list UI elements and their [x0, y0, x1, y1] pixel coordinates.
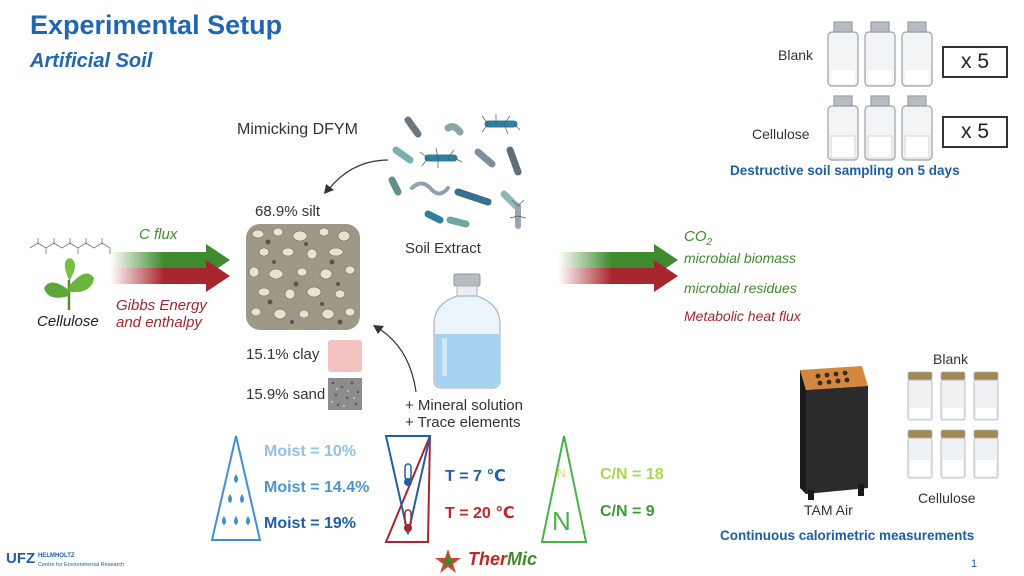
moist-level-3: Moist = 19%: [264, 515, 357, 532]
cellulose-count-box: x 5: [942, 116, 1008, 148]
blank-vials-label: Blank: [778, 47, 814, 63]
temp-low: T = 7 ℃: [445, 468, 506, 485]
centre-label: Centre for Environmental Research: [38, 562, 125, 568]
thermometer-icon: [404, 509, 412, 532]
helmholtz-label: HELMHOLTZ: [38, 553, 75, 559]
trace-elements-label: + Trace elements: [405, 414, 521, 431]
tam-air-label: TAM Air: [804, 502, 853, 518]
microbial-biomass-label: microbial biomass: [684, 250, 797, 266]
soil-aggregate-icon: [246, 224, 360, 330]
silt-label: 68.9% silt: [255, 203, 321, 220]
microbial-residues-label: microbial residues: [684, 280, 797, 296]
flux-arrows-left: [110, 244, 230, 292]
temperature-triangle-icon: [384, 435, 432, 543]
calorimetry-blank-label: Blank: [933, 351, 969, 367]
page-title: Experimental Setup: [30, 10, 283, 40]
moist-level-1: Moist = 10%: [264, 443, 357, 460]
continuous-measurements-note: Continuous calorimetric measurements: [720, 528, 975, 543]
moist-level-2: Moist = 14.4%: [264, 479, 370, 496]
temp-high: T = 20 ℃: [445, 505, 515, 522]
c-flux-label: C flux: [139, 226, 178, 243]
star-logo-icon: [435, 549, 461, 573]
curved-arrow-icon: [373, 325, 417, 393]
soil-extract-label: Soil Extract: [405, 240, 481, 257]
cn-ratio-low: C/N = 9: [600, 503, 655, 520]
cellulose-vials-label: Cellulose: [752, 126, 810, 142]
microbes-icon: [388, 114, 527, 229]
clay-swatch: [328, 340, 362, 372]
mineral-bottle-icon: [433, 273, 501, 389]
blank-count-box: x 5: [942, 46, 1008, 78]
nitrogen-large-label: N: [552, 506, 571, 536]
cn-triangle-icon: [540, 435, 588, 543]
calorimetry-cellulose-label: Cellulose: [918, 490, 976, 506]
destructive-sampling-note: Destructive soil sampling on 5 days: [730, 163, 960, 178]
vial-icon: [827, 21, 933, 87]
mineral-solution-label: + Mineral solution: [405, 397, 523, 414]
sand-swatch: [328, 378, 362, 410]
cellulose-molecule-icon: [29, 238, 111, 254]
co2-label: CO2: [684, 228, 713, 248]
gibbs-energy-label: Gibbs Energy: [116, 297, 207, 314]
tam-air-calorimeter-icon: [800, 366, 868, 500]
thermic-logo: TherMic: [468, 549, 538, 569]
ufz-logo: UFZ: [6, 550, 36, 567]
cn-ratio-high: C/N = 18: [600, 466, 664, 483]
cellulose-source-label: Cellulose: [37, 313, 99, 330]
page-number: 1: [971, 558, 978, 570]
sand-label: 15.9% sand: [246, 386, 326, 403]
plant-icon: [44, 258, 94, 310]
curved-arrow-icon: [324, 159, 389, 194]
flux-arrows-right: [558, 244, 678, 292]
clay-label: 15.1% clay: [246, 346, 320, 363]
metabolic-heat-label: Metabolic heat flux: [684, 308, 801, 324]
cellulose-vials-group: [827, 95, 933, 161]
mimicking-dfym-label: Mimicking DFYM: [237, 121, 358, 138]
vial-icon: [827, 95, 933, 161]
blank-vials-group: [827, 21, 933, 87]
moisture-triangle-icon: [210, 435, 262, 541]
calorimetry-vials-group: [907, 371, 999, 479]
enthalpy-label: and enthalpy: [116, 314, 202, 331]
page-subtitle: Artificial Soil: [30, 50, 153, 72]
nitrogen-small-label: N: [557, 466, 566, 480]
thermometer-icon: [404, 463, 412, 486]
